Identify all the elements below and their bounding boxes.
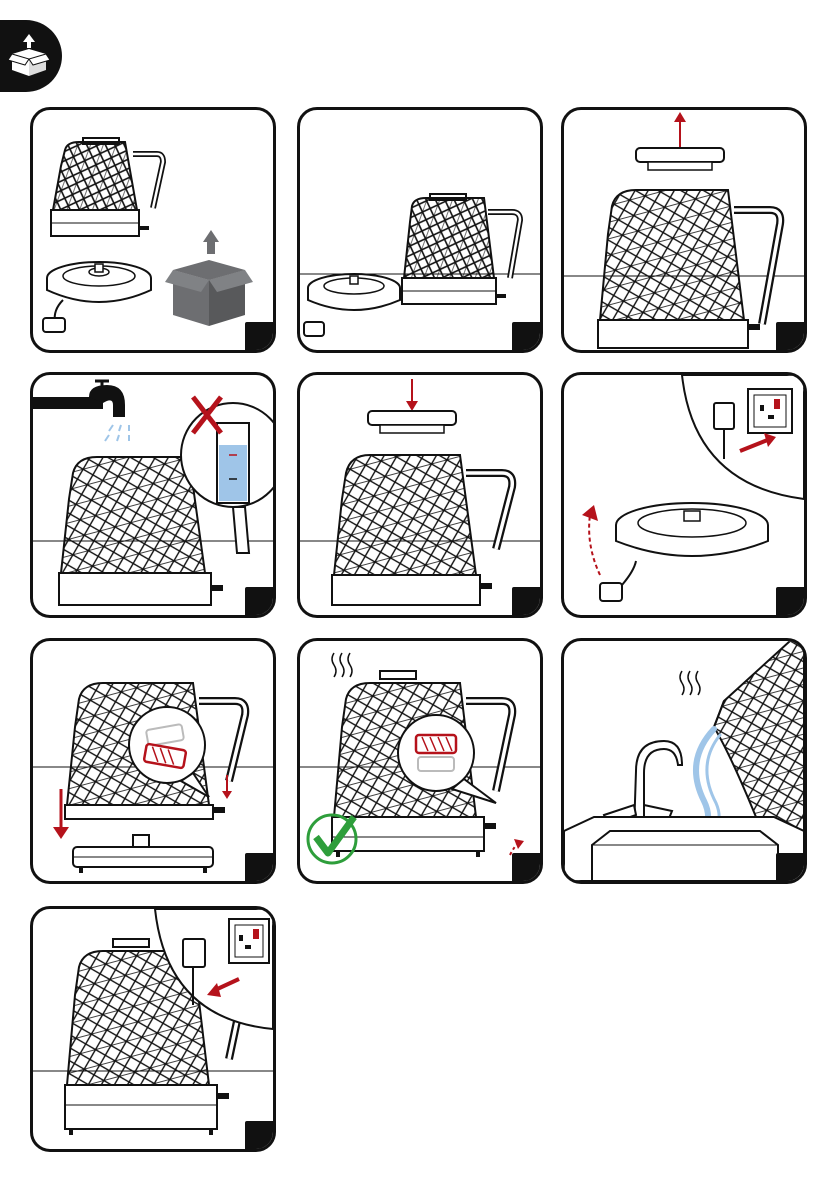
header-unbox-badge: [0, 20, 62, 92]
kettle-base-illustration: [43, 262, 151, 332]
panel-unbox-contents: [30, 107, 276, 353]
panel-plug-in-kettle: [30, 906, 276, 1152]
panel-fill-water: [30, 372, 276, 618]
panel-place-on-surface: [297, 107, 543, 353]
panel-remove-lid: [561, 107, 807, 353]
kettle-tilted-illustration: [714, 641, 804, 837]
kettle-base-illustration: [616, 503, 768, 556]
panel-replace-lid: [297, 372, 543, 618]
kettle-illustration: [402, 194, 520, 304]
curved-arrow-icon: [582, 505, 600, 575]
step-number-badge: [512, 853, 540, 881]
step-number-badge: [245, 1121, 273, 1149]
sink-illustration: [564, 817, 804, 881]
socket-zoom: [682, 375, 804, 499]
kettle-illustration: [598, 190, 780, 348]
kettle-base-illustration: [304, 274, 400, 336]
arrow-up-icon: [674, 112, 686, 150]
box-illustration: [165, 230, 253, 326]
step-number-badge: [776, 587, 804, 615]
step-number-badge: [245, 322, 273, 350]
lid-illustration: [368, 411, 456, 433]
steam-icon: [680, 671, 700, 695]
step-number-badge: [512, 587, 540, 615]
water-drops-icon: [105, 425, 129, 441]
step-number-badge: [776, 853, 804, 881]
steam-icon: [332, 653, 352, 677]
tap-icon: [33, 381, 125, 417]
step-number-badge: [245, 587, 273, 615]
panel-boil-auto-off: [297, 638, 543, 884]
lid-illustration: [636, 148, 724, 170]
kettle-base-illustration: [73, 835, 213, 873]
step-number-badge: [512, 322, 540, 350]
kettle-illustration: [332, 455, 512, 605]
step-number-badge: [245, 853, 273, 881]
unboxing-icon: [6, 32, 52, 78]
step-number-badge: [776, 322, 804, 350]
arrow-down-icon: [406, 379, 418, 411]
kettle-illustration: [51, 138, 163, 236]
panel-pour-into-sink: [561, 638, 807, 884]
panel-plug-in-base: [561, 372, 807, 618]
panel-place-on-base: [30, 638, 276, 884]
plug-icon: [600, 561, 636, 601]
